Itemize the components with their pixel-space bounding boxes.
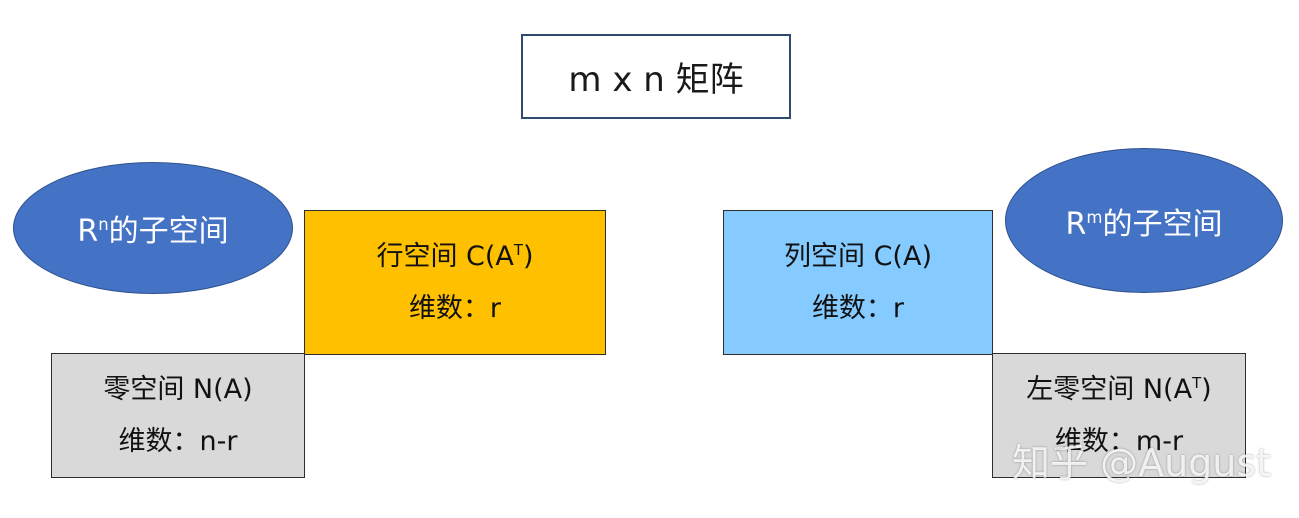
left-null-space-label: 左零空间 N(AT) bbox=[1026, 371, 1211, 409]
row-space-label: 行空间 C(AT) bbox=[376, 238, 533, 276]
rn-subspace-label: Rn的子空间 bbox=[77, 206, 228, 250]
column-space-label: 列空间 C(A) bbox=[784, 240, 932, 272]
left-null-space-box: 左零空间 N(AT) 维数：m-r bbox=[992, 353, 1246, 478]
rm-sup: m bbox=[1086, 207, 1103, 227]
rm-subspace-ellipse: Rm的子空间 bbox=[1005, 148, 1283, 293]
null-space-box: 零空间 N(A) 维数：n-r bbox=[51, 353, 305, 478]
null-space-dim: 维数：n-r bbox=[118, 425, 238, 457]
row-space-box: 行空间 C(AT) 维数：r bbox=[304, 210, 606, 355]
left-null-label-post: ) bbox=[1201, 373, 1212, 405]
left-null-space-dim: 维数：m-r bbox=[1054, 425, 1184, 457]
column-space-dim: 维数：r bbox=[811, 292, 905, 324]
left-null-label-sup: T bbox=[1192, 373, 1202, 392]
row-space-label-post: ) bbox=[522, 240, 534, 272]
rm-base: R bbox=[1065, 206, 1087, 242]
rm-rest: 的子空间 bbox=[1102, 206, 1223, 242]
rn-sup: n bbox=[98, 215, 109, 234]
rm-subspace-label: Rm的子空间 bbox=[1066, 199, 1223, 243]
rn-rest: 的子空间 bbox=[108, 214, 229, 249]
zhihu-watermark: 知乎 @August bbox=[1012, 441, 1272, 485]
left-null-label-pre: 左零空间 N(A bbox=[1026, 373, 1193, 405]
row-space-dim: 维数：r bbox=[408, 292, 502, 324]
matrix-title: m x n 矩阵 bbox=[568, 60, 744, 100]
row-space-label-pre: 行空间 C(A bbox=[376, 240, 514, 272]
column-space-box: 列空间 C(A) 维数：r bbox=[723, 210, 993, 355]
row-space-label-sup: T bbox=[513, 240, 523, 259]
matrix-title-box: m x n 矩阵 bbox=[521, 34, 791, 119]
rn-base: R bbox=[77, 214, 99, 249]
null-space-label: 零空间 N(A) bbox=[103, 373, 253, 405]
rn-subspace-ellipse: Rn的子空间 bbox=[13, 162, 293, 294]
